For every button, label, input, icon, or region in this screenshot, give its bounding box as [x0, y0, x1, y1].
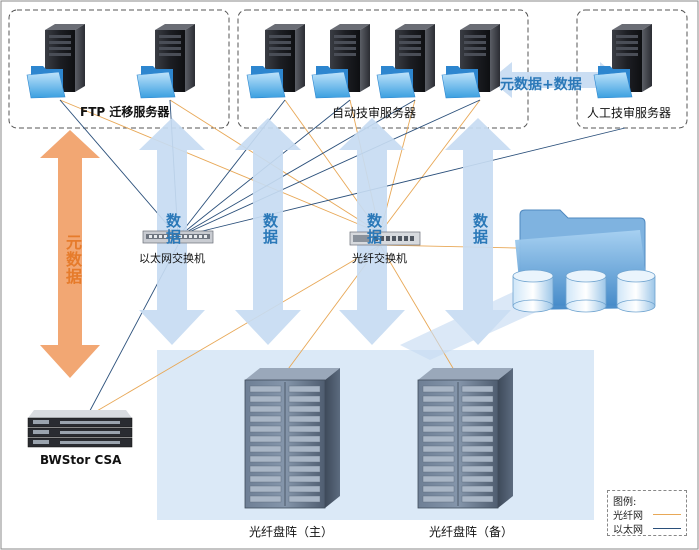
folder-icon	[376, 66, 416, 99]
data-label-2: 数据	[261, 213, 279, 245]
storage-pool-icon	[512, 209, 656, 313]
legend-fiber-label: 光纤网	[613, 511, 643, 522]
auto-group-box	[237, 9, 529, 129]
disk-array-racks	[244, 368, 513, 509]
data-arrow-4	[445, 118, 511, 345]
array-main-label: 光纤盘阵（主）	[249, 525, 334, 539]
folder-icon	[441, 66, 481, 99]
folder-icon	[593, 66, 633, 99]
tower-server-icon	[26, 24, 85, 99]
data-label-1: 数据	[164, 213, 182, 245]
ftp-group-box	[8, 9, 230, 129]
folder-icon	[246, 66, 286, 99]
metadata-plus-data-label: 元数据+数据	[500, 77, 582, 93]
tower-server-icon	[441, 24, 500, 99]
tower-server-icon	[593, 24, 652, 99]
data-arrow-2	[235, 118, 301, 345]
manual-group-box	[576, 9, 688, 129]
csa-label: BWStor CSA	[40, 453, 122, 467]
disk-cylinder	[565, 269, 607, 313]
metadata-arrow	[40, 130, 100, 378]
metadata-vertical-label: 元数据	[63, 234, 82, 285]
disk-cylinders	[512, 269, 656, 313]
folder-icon	[136, 66, 176, 99]
legend: 图例: 光纤网 以太网	[607, 490, 687, 536]
fiber-line	[379, 244, 461, 381]
ftp-server-label: FTP 迁移服务器	[80, 105, 170, 119]
data-label-3: 数据	[365, 213, 383, 245]
ethernet-switch-device	[142, 230, 214, 244]
folder-icon	[26, 66, 66, 99]
disk-cylinder	[512, 269, 554, 313]
fiber-switch-label: 光纤交换机	[352, 252, 407, 265]
legend-ethernet-label: 以太网	[613, 525, 643, 536]
fiber-line	[59, 99, 381, 234]
tower-servers	[26, 24, 652, 99]
ethernet-switch-label: 以太网交换机	[139, 252, 205, 265]
legend-ethernet-swatch	[653, 528, 681, 529]
disk-array-backup	[417, 368, 513, 509]
manual-server-label: 人工技审服务器	[587, 106, 672, 120]
legend-fiber-swatch	[653, 514, 681, 515]
fiber-line	[89, 244, 381, 416]
tower-server-icon	[311, 24, 370, 99]
folder-icon	[311, 66, 351, 99]
legend-title: 图例:	[613, 497, 637, 508]
array-backup-label: 光纤盘阵（备）	[429, 525, 514, 539]
data-arrow-horizontal	[490, 62, 622, 98]
csa-device	[27, 410, 133, 448]
auto-server-label: 自动技审服务器	[332, 106, 417, 120]
storage-panel	[157, 350, 594, 520]
ethernet-line	[177, 127, 626, 238]
ethernet-line	[177, 99, 481, 238]
data-arrow-3	[339, 118, 405, 345]
tower-server-icon	[246, 24, 305, 99]
fiber-line	[379, 99, 481, 234]
tower-server-icon	[376, 24, 435, 99]
disk-cylinder	[616, 269, 656, 313]
tower-server-icon	[136, 24, 195, 99]
data-label-4: 数据	[471, 213, 489, 245]
disk-array-main	[244, 368, 340, 509]
fiber-switch-device	[349, 231, 421, 246]
